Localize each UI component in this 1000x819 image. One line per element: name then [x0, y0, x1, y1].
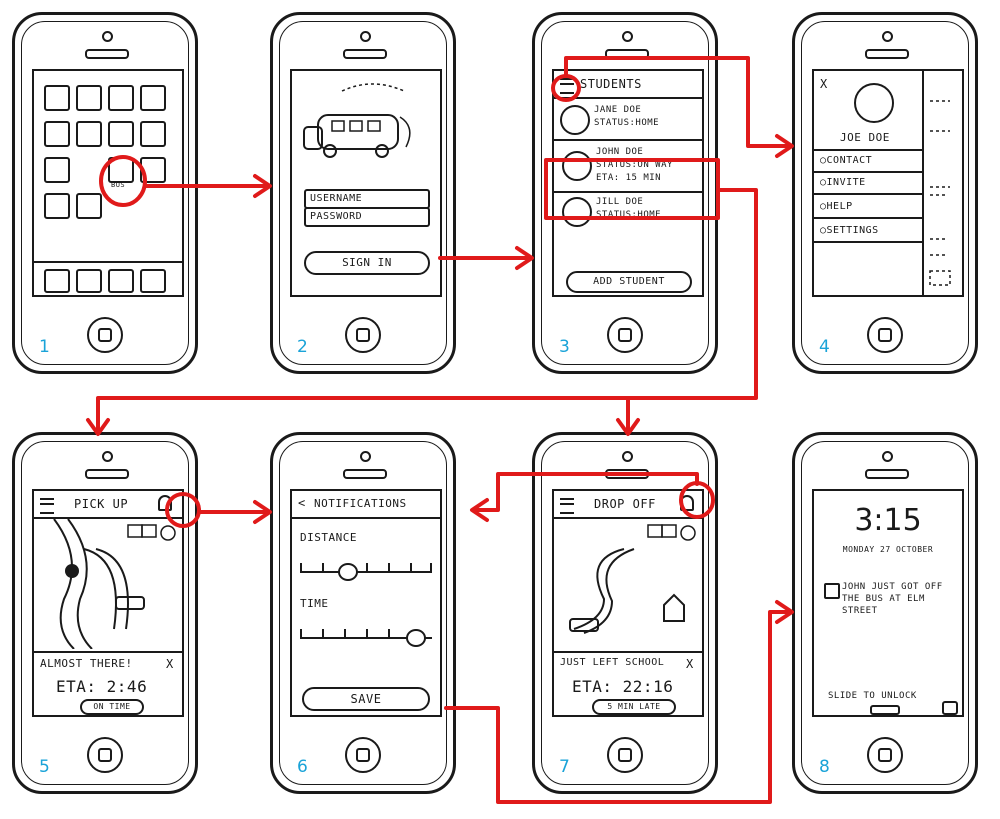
arrow-6-to-8	[446, 612, 790, 802]
arrow-7-to-6	[474, 474, 697, 510]
highlight-john-row	[546, 160, 718, 218]
highlight-bus-app	[101, 157, 145, 205]
highlight-bell-7	[681, 483, 713, 517]
highlight-menu-icon	[553, 76, 579, 100]
arrow-3-to-5-7	[98, 190, 756, 432]
arrow-3-to-4	[566, 58, 790, 146]
highlight-bell-5	[167, 494, 199, 526]
